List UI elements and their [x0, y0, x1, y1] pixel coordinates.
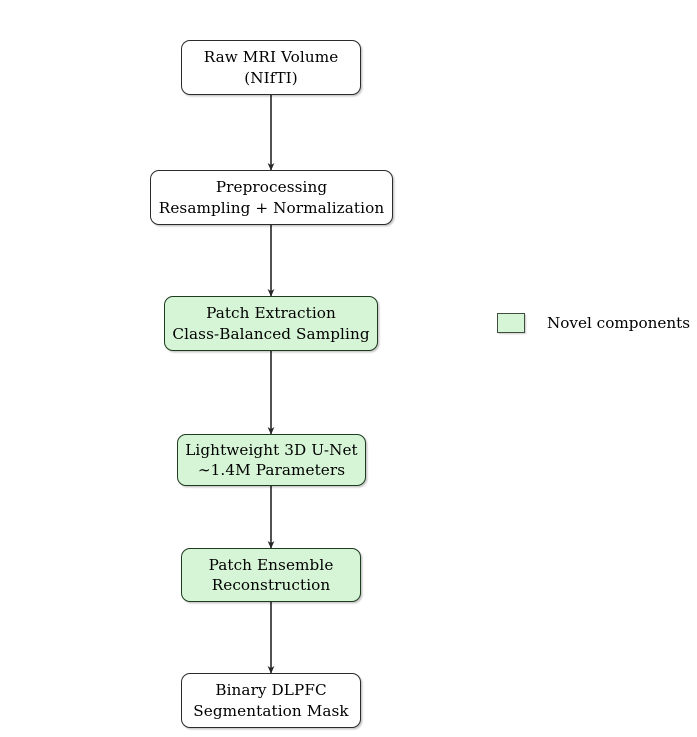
node-patch-ensemble-line-2: Reconstruction: [211, 576, 331, 594]
node-lightweight-3d-unet-line-1: Lightweight 3D U-Net: [185, 440, 358, 459]
node-lightweight-3d-unet-line-2: ∼1.4M Parameters: [197, 461, 346, 479]
legend-label: Novel components: [547, 314, 691, 332]
node-raw-mri-volume: Raw MRI Volume(NIfTI): [181, 40, 361, 95]
node-binary-dlpfc-mask-line-2: Segmentation Mask: [193, 701, 349, 720]
node-patch-ensemble-line-1: Patch Ensemble: [208, 555, 334, 574]
node-preprocessing-line-1: Preprocessing: [215, 178, 328, 197]
node-binary-dlpfc-mask-line-1: Binary DLPFC: [215, 681, 327, 700]
node-preprocessing-line-2: Resampling + Normalization: [158, 198, 385, 217]
node-raw-mri-volume-line-1: Raw MRI Volume: [203, 48, 339, 67]
node-patch-extraction-line-2: Class-Balanced Sampling: [172, 324, 370, 343]
node-patch-extraction-line-1: Patch Extraction: [206, 304, 336, 323]
node-lightweight-3d-unet: Lightweight 3D U-Net ∼1.4M Parameters: [177, 434, 366, 486]
legend-swatch-novel: [497, 313, 525, 333]
legend: Novel components: [497, 313, 690, 333]
node-raw-mri-volume-line-2: (NIfTI): [244, 68, 298, 87]
